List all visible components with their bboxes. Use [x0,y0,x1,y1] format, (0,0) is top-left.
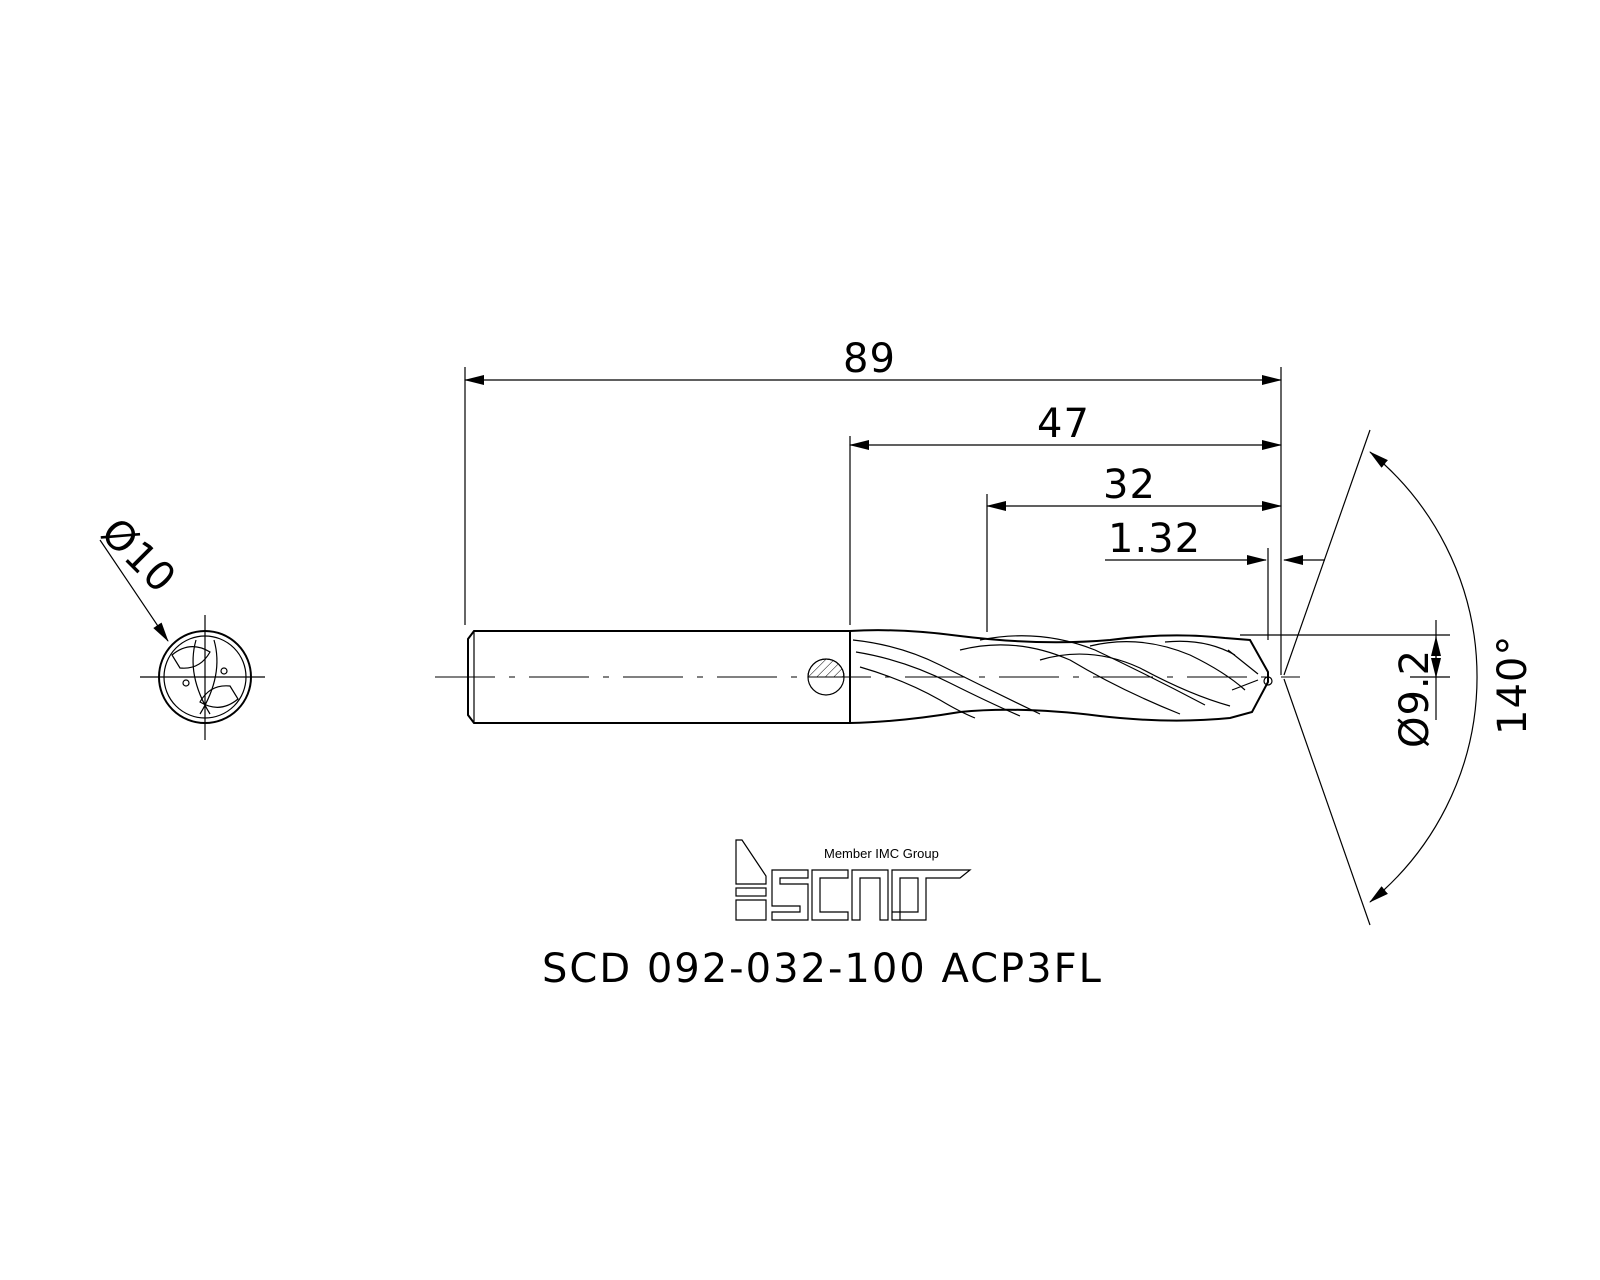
iscar-logo: Member IMC Group [735,839,972,921]
point-angle-label: 140° [1490,635,1536,735]
part-number: SCD 092-032-100 ACP3FL [542,946,1103,992]
shank-diameter-label: Ø10 [92,510,185,603]
cutting-diameter-label: Ø9.2 [1392,649,1438,748]
drill-side-view: 89 47 32 1.32 Ø9.2 140° [435,336,1536,926]
end-view: Ø10 [92,510,265,740]
point-length-label: 1.32 [1108,516,1201,562]
section-mark [807,658,845,696]
brand-tagline: Member IMC Group [824,846,939,861]
flute-start-label: 47 [1037,401,1090,447]
flute-length-label: 32 [1103,462,1156,508]
overall-length-label: 89 [843,336,896,382]
